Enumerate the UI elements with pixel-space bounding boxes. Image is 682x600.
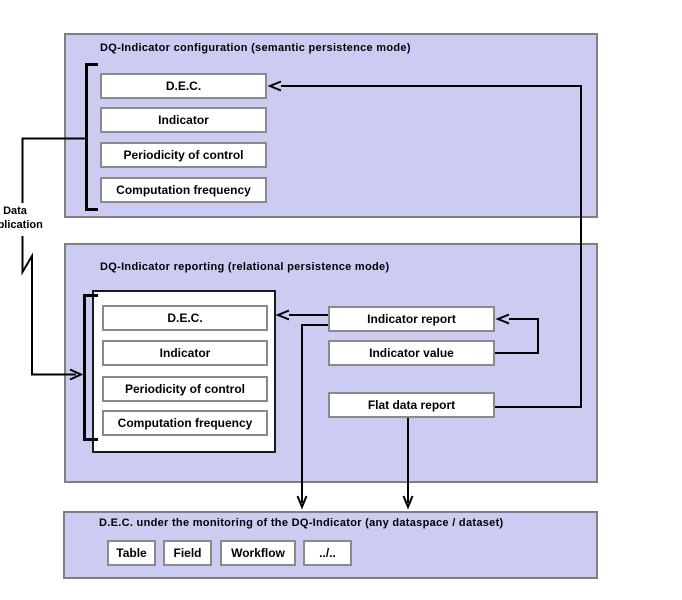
arrowhead-report-down-icon — [296, 495, 308, 510]
entity-box-dec-config: D.E.C. — [100, 73, 267, 99]
title-dec-monitoring: D.E.C. under the monitoring of the DQ-In… — [99, 517, 504, 529]
entity-box-frequency-config: Computation frequency — [100, 177, 267, 203]
entity-box-flat-data-report: Flat data report — [328, 392, 495, 418]
entity-box-indicator-value: Indicator value — [328, 340, 495, 366]
entity-box-workflow: Workflow — [220, 540, 296, 566]
entity-box-periodicity-reporting: Periodicity of control — [102, 376, 268, 402]
arrowhead-flatdata-down-icon — [402, 495, 414, 510]
entity-box-indicator-reporting: Indicator — [102, 340, 268, 366]
entity-box-frequency-reporting: Computation frequency — [102, 410, 268, 436]
title-dq-configuration: DQ-Indicator configuration (semantic per… — [100, 42, 411, 54]
entity-box-etc: ../.. — [303, 540, 352, 566]
entity-box-field: Field — [163, 540, 212, 566]
entity-box-indicator-report: Indicator report — [328, 306, 495, 332]
entity-box-table: Table — [107, 540, 156, 566]
title-dq-reporting: DQ-Indicator reporting (relational persi… — [100, 261, 390, 273]
entity-box-periodicity-config: Periodicity of control — [100, 142, 267, 168]
entity-box-dec-reporting: D.E.C. — [102, 305, 268, 331]
entity-box-indicator-config: Indicator — [100, 107, 267, 133]
data-replication-label: Data replication — [0, 205, 43, 231]
